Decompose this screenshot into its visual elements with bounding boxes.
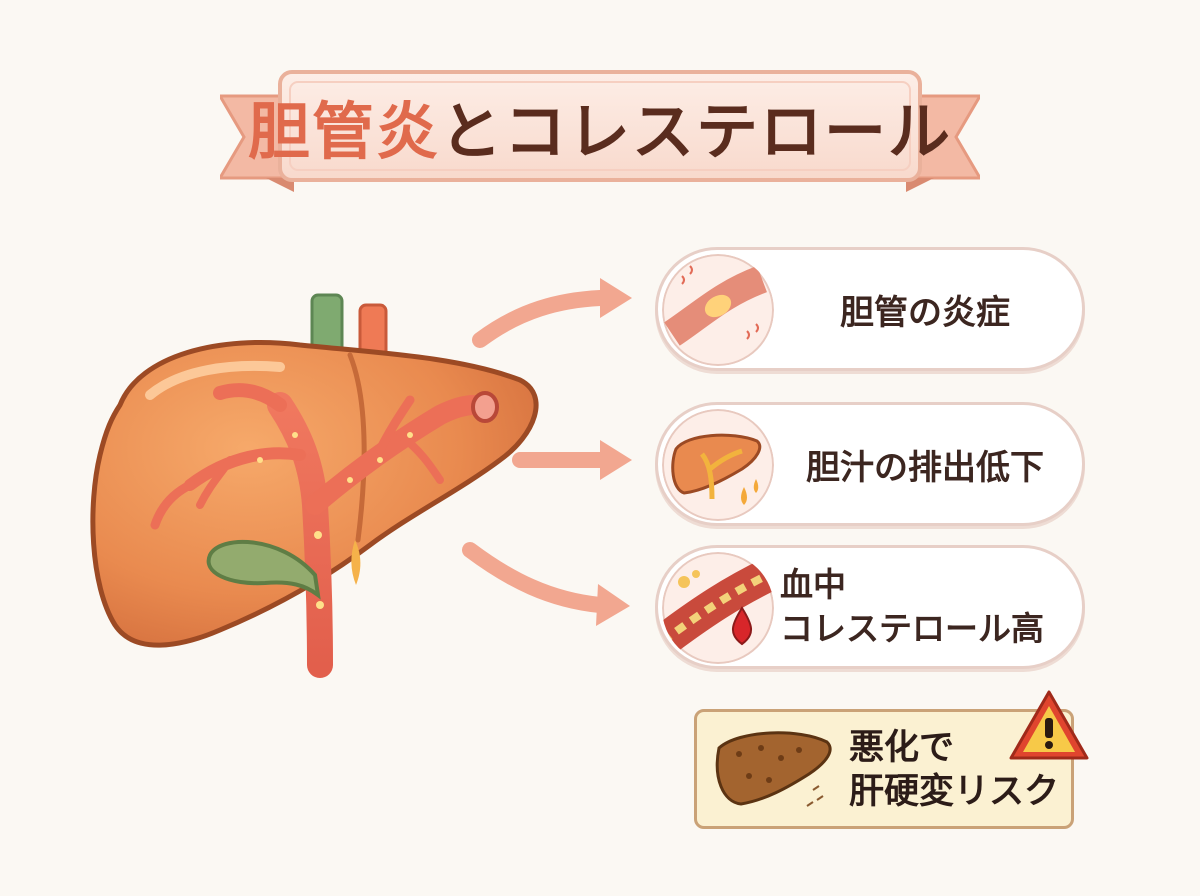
inflamed-duct-icon (662, 254, 774, 366)
effect-label-line2: コレステロール高 (780, 609, 1044, 648)
cirrhotic-liver-icon (715, 731, 832, 807)
warning-triangle-icon (1009, 690, 1089, 760)
effect-label-line1: 血中 (780, 565, 846, 604)
arrows (462, 278, 632, 626)
warning-line2: 肝硬変リスク (849, 772, 1060, 812)
effect-card-inflammation: 胆管の炎症 (655, 247, 1085, 371)
warning-box: 悪化で 肝硬変リスク (694, 709, 1074, 829)
blood-vessel-icon (662, 552, 774, 664)
effect-label: 胆管の炎症 (840, 292, 1010, 333)
title-rest: とコレステロール (440, 95, 953, 168)
gallbladder (206, 539, 321, 600)
effect-label: 血中 コレステロール高 (780, 548, 1066, 666)
title-accent: 胆管炎 (247, 95, 440, 168)
effect-card-cholesterol: 血中 コレステロール高 (655, 545, 1085, 669)
bile-liver-icon (662, 409, 774, 521)
effect-card-bile-output: 胆汁の排出低下 (655, 402, 1085, 526)
liver-illustration (90, 293, 539, 678)
arrow-to-inflammation (472, 290, 608, 348)
warning-line1: 悪化で (849, 728, 955, 768)
page-title: 胆管炎とコレステロール (248, 81, 952, 171)
title-container: 胆管炎とコレステロール (248, 70, 950, 182)
title-ribbon (220, 70, 980, 192)
effect-label: 胆汁の排出低下 (806, 447, 1044, 488)
arrow-to-cholesterol (462, 542, 608, 613)
